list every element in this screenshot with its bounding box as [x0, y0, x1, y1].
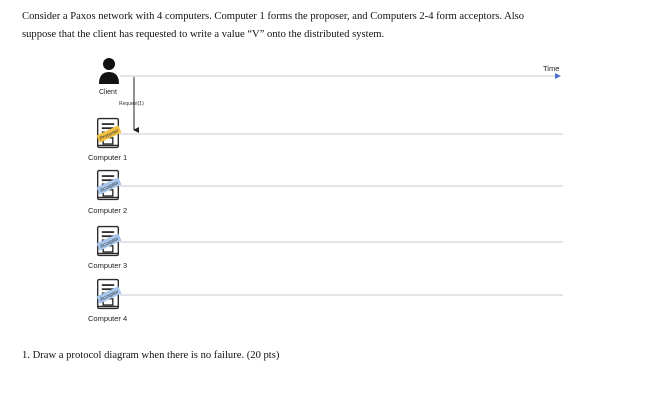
computer-4-server-icon: Acceptor	[96, 278, 122, 310]
client-icon	[99, 58, 119, 84]
request-label: Request(1)	[119, 101, 144, 107]
client-label: Client	[99, 89, 117, 96]
computer-2-server-icon: Acceptor	[96, 169, 122, 201]
time-label: Time	[543, 64, 559, 73]
intro-line-2: suppose that the client has requested to…	[22, 29, 385, 40]
intro-line-1: Consider a Paxos network with 4 computer…	[22, 11, 525, 22]
computer-3-server-icon: Acceptor	[96, 225, 122, 257]
computer-2-label: Computer 2	[88, 206, 127, 215]
problem-intro: Consider a Paxos network with 4 computer…	[22, 8, 632, 44]
computer-3-label: Computer 3	[88, 261, 127, 270]
question-1: 1. Draw a protocol diagram when there is…	[22, 349, 279, 363]
question-1-text: 1. Draw a protocol diagram when there is…	[22, 350, 280, 361]
computer-4-label: Computer 4	[88, 314, 127, 323]
computer-1-server-icon: Proposer	[96, 117, 122, 149]
computer-1-label: Computer 1	[88, 153, 127, 162]
